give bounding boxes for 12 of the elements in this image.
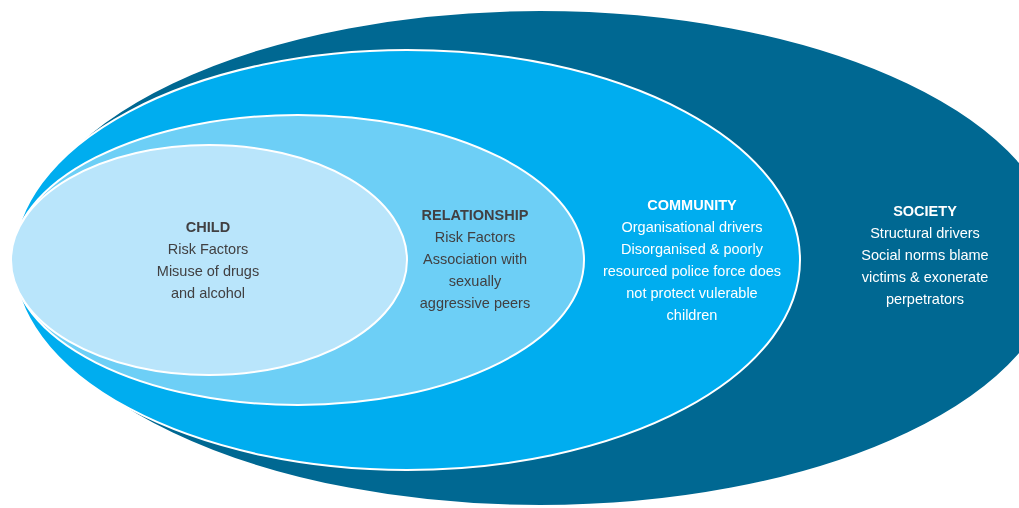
level-subheading: Risk Factors bbox=[433, 228, 517, 247]
level-subheading: Organisational drivers bbox=[620, 218, 764, 237]
level-heading: COMMUNITY bbox=[646, 196, 738, 215]
level-description: Association with sexually aggressive peers bbox=[418, 250, 532, 313]
level-subheading: Structural drivers bbox=[869, 224, 981, 243]
level-description: Misuse of drugs and alcohol bbox=[155, 262, 261, 303]
level-subheading: Risk Factors bbox=[166, 240, 250, 259]
level-heading: RELATIONSHIP bbox=[420, 206, 530, 225]
level-heading: CHILD bbox=[184, 218, 232, 237]
level-description: Disorganised & poorly resourced police force does not protect vulerable children bbox=[601, 240, 783, 325]
level-heading: SOCIETY bbox=[892, 202, 958, 221]
level-description: Social norms blame victims & exonerate perpetrators bbox=[860, 246, 990, 309]
